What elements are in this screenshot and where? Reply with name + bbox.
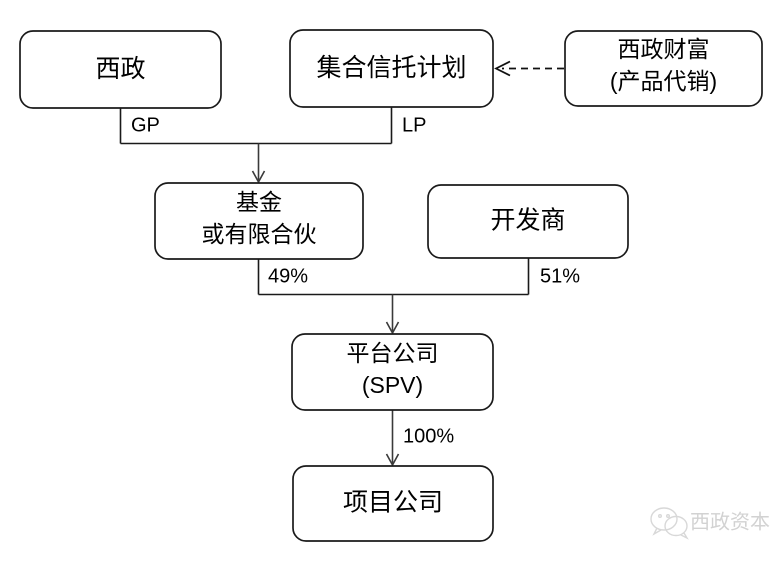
node-trust-plan[interactable]: 集合信托计划 (289, 29, 494, 108)
node-xizheng-label: 西政 (95, 55, 145, 83)
node-xizheng-wealth[interactable]: 西政财富 (产品代销) (564, 30, 763, 107)
node-fund-label-line2: 或有限合伙 (202, 221, 317, 247)
edge-label-gp: GP (131, 114, 160, 136)
node-fund-box[interactable] (154, 182, 364, 260)
wechat-icon (650, 507, 689, 540)
edge-label-51-percent: 51% (540, 265, 580, 287)
edge-product-distribution (494, 60, 564, 77)
node-developer-box[interactable] (427, 184, 629, 259)
node-fund[interactable]: 基金 或有限合伙 (154, 182, 364, 260)
node-xizheng-wealth-label-line1: 西政财富 (618, 36, 710, 62)
node-fund-label-line1: 基金 (236, 189, 282, 215)
watermark-label: 西政资本 (690, 510, 770, 533)
edge-to-spv-arrow (385, 294, 400, 335)
node-spv-box[interactable] (291, 333, 494, 411)
edge-100-percent (385, 410, 400, 467)
node-spv[interactable]: 平台公司 (SPV) (291, 333, 494, 411)
node-trust-plan-box[interactable] (289, 29, 494, 108)
node-project-company-box[interactable] (292, 465, 494, 542)
edge-label-lp: LP (402, 114, 426, 136)
node-trust-plan-label: 集合信托计划 (316, 54, 466, 82)
node-xizheng-wealth-label-line2: (产品代销) (610, 68, 717, 94)
node-project-company-label: 项目公司 (343, 489, 443, 517)
watermark: 西政资本 (650, 507, 770, 540)
node-xizheng-box[interactable] (19, 30, 222, 109)
node-xizheng-wealth-box[interactable] (564, 30, 763, 107)
node-developer-label: 开发商 (490, 207, 565, 235)
node-developer[interactable]: 开发商 (427, 184, 629, 259)
edge-label-100-percent: 100% (403, 425, 454, 447)
node-project-company[interactable]: 项目公司 (292, 465, 494, 542)
edge-to-fund-arrow (251, 143, 266, 184)
node-spv-label-line1: 平台公司 (347, 340, 439, 366)
node-xizheng[interactable]: 西政 (19, 30, 222, 109)
edge-label-49-percent: 49% (268, 265, 308, 287)
node-spv-label-line2: (SPV) (362, 372, 423, 398)
